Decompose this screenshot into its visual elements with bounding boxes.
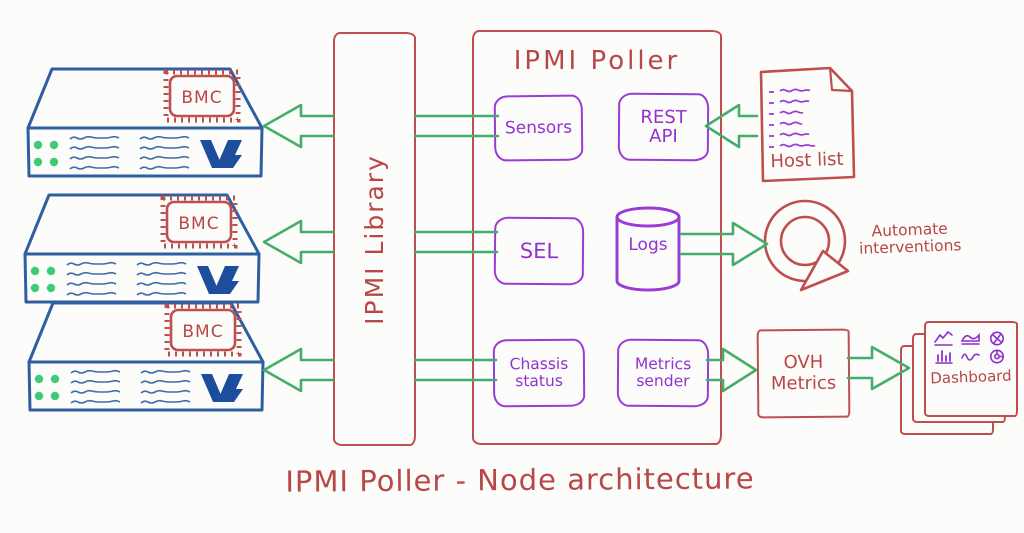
module-metrics-sender: Metrics sender <box>616 338 710 408</box>
logs-label: Logs <box>628 235 668 255</box>
module-chassis-label-line2: status <box>515 371 563 391</box>
diagram-title: IPMI Poller - Node architecture <box>285 461 755 499</box>
server-2 <box>25 195 259 302</box>
dashboard-label: Dashboard <box>930 366 1012 388</box>
area-chart-icon <box>960 332 980 345</box>
dashboard-icon-grid <box>926 323 1016 365</box>
ipmi-library-label: IPMI Library <box>360 153 390 325</box>
dashboard-card-front: Dashboard <box>924 321 1018 417</box>
automate-interventions-label: Automate interventions <box>851 220 968 258</box>
logs-cylinder <box>615 206 681 292</box>
ipmi-poller-title: IPMI Poller <box>513 46 681 76</box>
module-rest-api-label-line1: REST <box>640 106 687 128</box>
server-1 <box>28 69 262 176</box>
line-chart-icon <box>934 330 953 346</box>
ovh-metrics-label-line2: Metrics <box>770 372 837 394</box>
wave-icon <box>960 353 980 361</box>
module-sel: SEL <box>493 216 585 286</box>
module-rest-api: REST API <box>617 92 710 162</box>
module-sensors-label: Sensors <box>504 117 573 139</box>
compass-icon <box>990 331 1005 346</box>
automation-loop-icon <box>763 199 850 292</box>
module-chassis-status: Chassis status <box>492 338 586 408</box>
module-sel-label: SEL <box>519 238 559 263</box>
bar-chart-icon <box>935 350 953 364</box>
donut-chart-icon <box>990 349 1005 364</box>
ovh-metrics-box: OVH Metrics <box>756 328 851 419</box>
host-list-document <box>759 66 856 183</box>
host-list-lines <box>769 88 816 148</box>
module-metrics-label-line2: sender <box>636 371 690 391</box>
module-rest-api-label-line2: API <box>649 125 678 148</box>
module-sensors: Sensors <box>493 94 584 162</box>
module-chassis-label-line1: Chassis <box>509 355 569 374</box>
server-3 <box>29 303 263 410</box>
host-list-label: Host list <box>770 148 844 173</box>
ovh-metrics-label-line1: OVH <box>783 351 824 373</box>
ipmi-library-box: IPMI Library <box>333 32 416 446</box>
module-metrics-label-line1: Metrics <box>634 355 692 374</box>
